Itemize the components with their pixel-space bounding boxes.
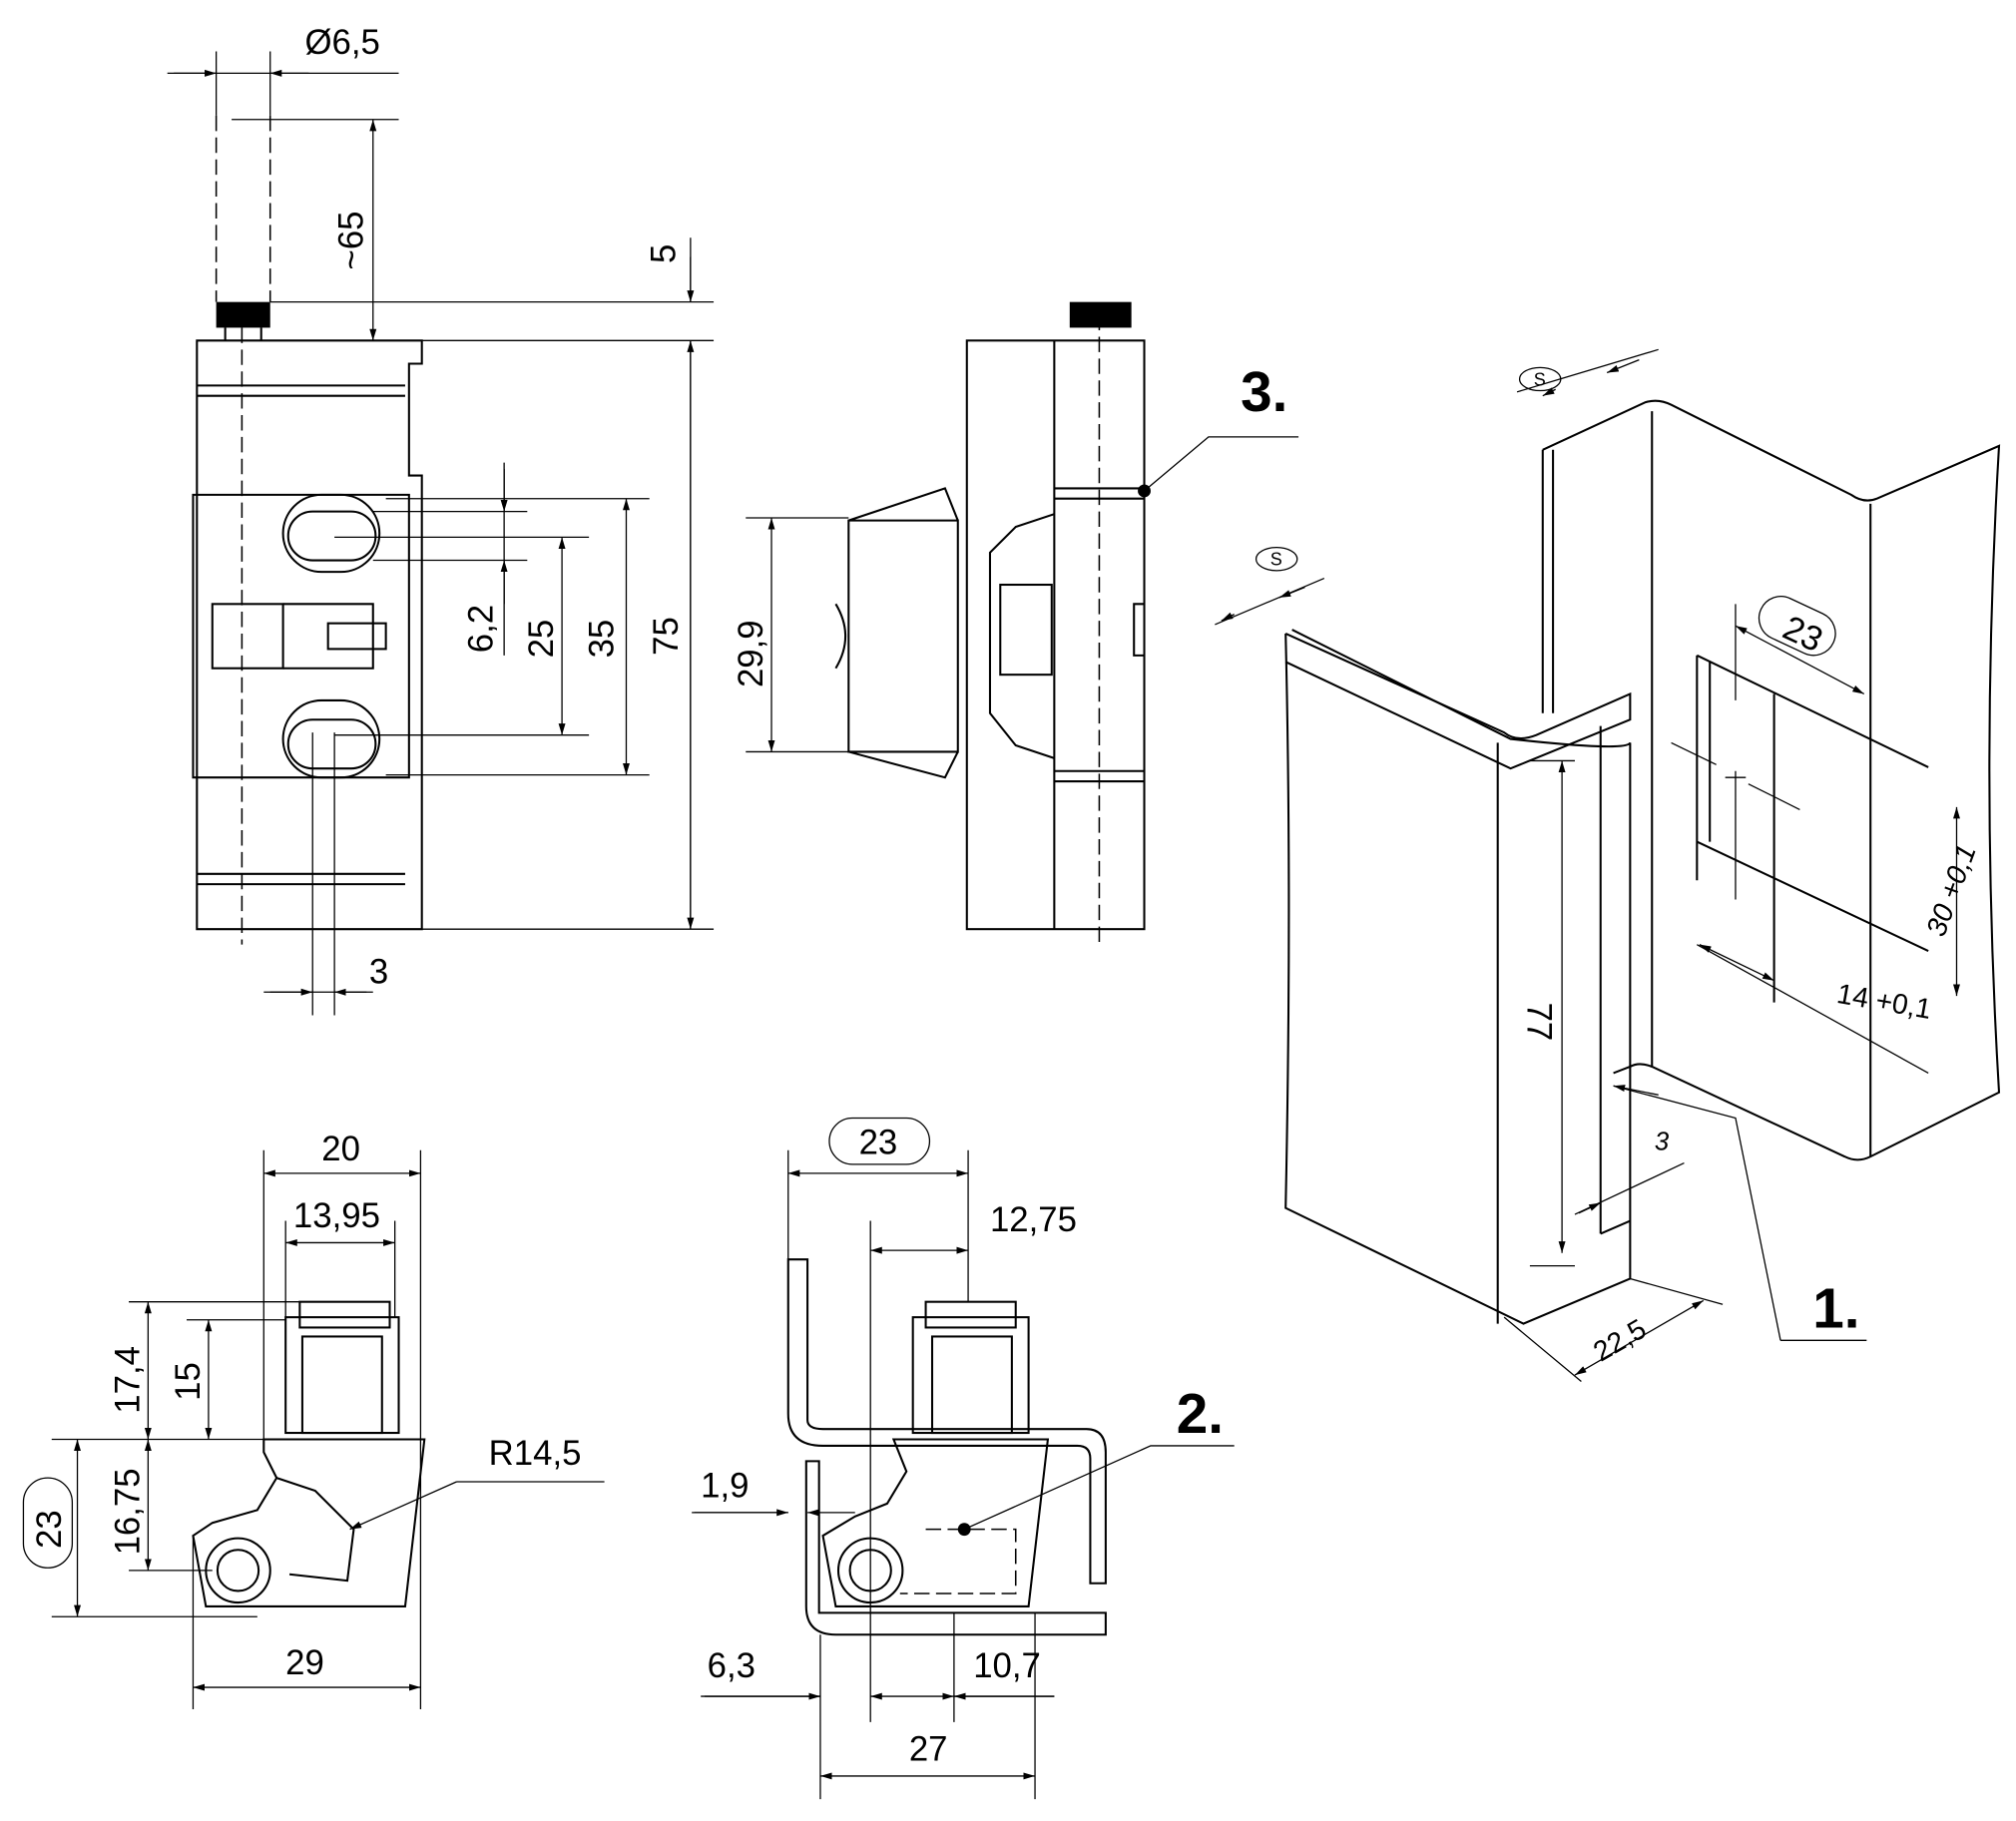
- callout-2: 2.: [1177, 1383, 1224, 1446]
- dim-diameter: Ø6,5: [305, 24, 380, 62]
- dim-27: 27: [909, 1730, 948, 1768]
- front-view: Ø6,5 ~65 5 75 35 25 6,2 3: [167, 24, 715, 1016]
- dim-35: 35: [584, 620, 622, 659]
- dim-3: 3: [369, 953, 388, 991]
- knurled-knob-icon: [1069, 301, 1132, 328]
- dim-6-3: 6,3: [708, 1647, 756, 1685]
- dim-iso-30: 30 +0,1: [1920, 840, 1983, 941]
- dim-iso-3: 3: [1655, 1129, 1670, 1156]
- bottom-left-view: 20 13,95 17,4 15 16,75 23 R14,5 29: [22, 1131, 605, 1709]
- callout-1: 1.: [1812, 1277, 1859, 1340]
- dim-12-75: 12,75: [990, 1201, 1077, 1239]
- dim-16-75: 16,75: [109, 1468, 147, 1555]
- callout-3: 3.: [1241, 361, 1287, 424]
- symbol-s-2: S: [1270, 550, 1282, 570]
- dim-15: 15: [170, 1362, 208, 1401]
- dim-29-9: 29,9: [733, 620, 770, 687]
- dim-23-pill: 23: [31, 1510, 69, 1549]
- dim-6-2: 6,2: [463, 605, 501, 653]
- dim-23-pill: 23: [859, 1125, 898, 1162]
- dim-radius: R14,5: [489, 1435, 582, 1473]
- dim-gap: 5: [645, 244, 683, 263]
- dim-17-4: 17,4: [109, 1346, 147, 1414]
- dim-20: 20: [321, 1131, 360, 1168]
- dim-25: 25: [523, 620, 561, 659]
- knurled-knob-icon: [216, 301, 270, 328]
- dim-29: 29: [285, 1644, 324, 1682]
- dim-iso-14: 14 +0,1: [1834, 978, 1933, 1026]
- symbol-s-1: S: [1534, 369, 1546, 389]
- dim-height-75: 75: [648, 617, 686, 656]
- bottom-middle-view: 23 12,75 2. 1,9 6,3 10,7 27: [692, 1117, 1235, 1800]
- side-view: 29,9 3.: [733, 301, 1299, 945]
- dim-13-95: 13,95: [293, 1197, 380, 1235]
- isometric-view: 23 30 +0,1 14 +0,1 77 3 22,5 S S 1.: [1215, 348, 2001, 1383]
- dim-iso-22-5: 22,5: [1588, 1313, 1652, 1368]
- dim-10-7: 10,7: [973, 1647, 1041, 1685]
- dim-1-9: 1,9: [701, 1467, 749, 1505]
- dim-iso-77: 77: [1519, 1003, 1557, 1042]
- dim-rod-length: ~65: [332, 211, 370, 269]
